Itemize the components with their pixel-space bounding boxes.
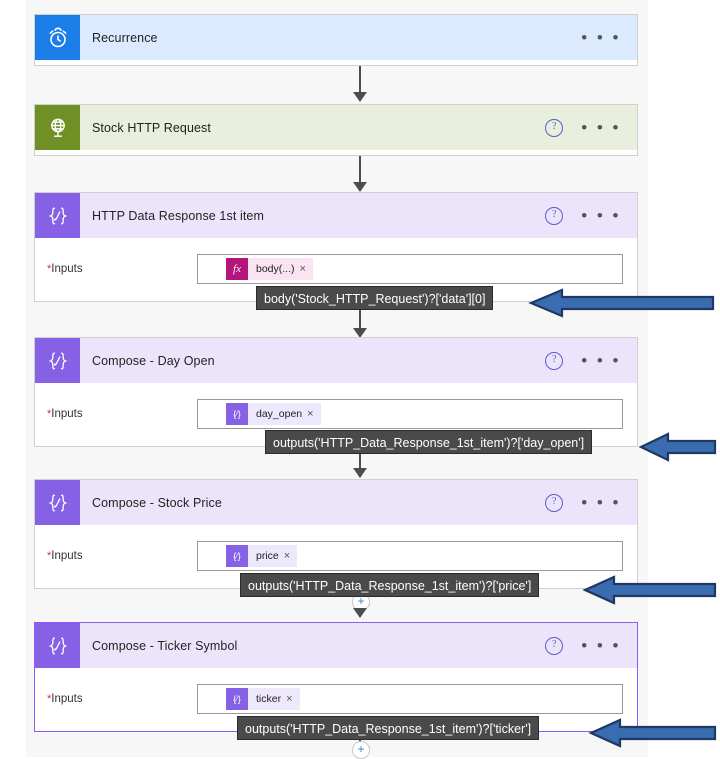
required-marker: * [47,550,52,562]
token-chip[interactable]: {⁄} ticker× [226,688,300,710]
step-menu-button[interactable]: • • • [581,117,621,137]
compose-token-icon: {⁄} [226,545,248,567]
compose-icon [35,193,80,238]
inputs-field[interactable]: fx body(...)× [197,254,623,284]
step-header[interactable]: Stock HTTP Request ? • • • [35,105,637,150]
add-step-button[interactable]: + [352,741,370,759]
connector-line [359,447,361,477]
token-chip[interactable]: fx body(...)× [226,258,313,280]
step-header[interactable]: Recurrence • • • [35,15,637,60]
annotation-arrow-left-icon [582,575,718,605]
remove-token-icon[interactable]: × [299,263,306,275]
step-menu-button[interactable]: • • • [581,205,621,225]
help-icon[interactable]: ? [545,493,564,512]
token-chip[interactable]: {⁄} day_open× [226,403,321,425]
connector-arrowhead-icon [353,182,367,192]
token-chip[interactable]: {⁄} price× [226,545,298,567]
help-icon[interactable]: ? [545,206,564,225]
token-chip-label: ticker× [248,688,300,710]
annotation-arrow-left-icon [528,288,716,318]
flow-step-http-data-response-1st-item[interactable]: HTTP Data Response 1st item ? • • • *Inp… [34,192,638,302]
annotation-arrow-left-icon [638,432,718,462]
connector-arrowhead-icon [353,92,367,102]
flow-canvas: Recurrence • • • Stock HTTP Request ? • … [26,0,648,759]
token-chip-label: day_open× [248,403,321,425]
alarm-clock-icon [35,15,80,60]
step-menu-button[interactable]: • • • [581,635,621,655]
step-header[interactable]: Compose - Ticker Symbol ? • • • [35,623,637,668]
help-icon[interactable]: ? [545,118,564,137]
annotation-arrow-left-icon [588,718,718,748]
step-menu-button[interactable]: • • • [581,492,621,512]
compose-icon [35,338,80,383]
step-title: HTTP Data Response 1st item [92,208,264,223]
connector-line [359,302,361,332]
step-title: Compose - Ticker Symbol [92,638,238,653]
callout-price: outputs('HTTP_Data_Response_1st_item')?[… [240,573,540,597]
required-marker: * [47,693,52,705]
step-title: Recurrence [92,30,158,45]
globe-icon [35,105,80,150]
connector-line [359,66,361,96]
compose-token-icon: {⁄} [226,403,248,425]
token-chip-label: price× [248,545,298,567]
step-body: *Inputs fx body(...)× [35,238,637,300]
connector-line [359,156,361,186]
step-menu-button[interactable]: • • • [581,27,621,47]
inputs-label: *Inputs [47,263,83,275]
remove-token-icon[interactable]: × [286,693,293,705]
remove-token-icon[interactable]: × [283,550,291,562]
callout-ticker: outputs('HTTP_Data_Response_1st_item')?[… [237,716,540,740]
inputs-field[interactable]: {⁄} ticker× [197,684,623,714]
required-marker: * [47,263,52,275]
inputs-label: *Inputs [47,408,83,420]
step-header[interactable]: Compose - Stock Price ? • • • [35,480,637,525]
help-icon[interactable]: ? [545,351,564,370]
remove-token-icon[interactable]: × [307,408,314,420]
function-icon: fx [226,258,248,280]
step-title: Stock HTTP Request [92,120,211,135]
flow-step-compose-ticker-symbol[interactable]: Compose - Ticker Symbol ? • • • *Inputs … [34,622,638,732]
compose-icon [35,623,80,668]
help-icon[interactable]: ? [545,636,564,655]
step-menu-button[interactable]: • • • [581,350,621,370]
inputs-label: *Inputs [47,693,83,705]
inputs-field[interactable]: {⁄} price× [197,541,623,571]
token-chip-label: body(...)× [248,258,313,280]
flow-step-stock-http-request[interactable]: Stock HTTP Request ? • • • [34,104,638,156]
callout-day-open: outputs('HTTP_Data_Response_1st_item')?[… [265,430,593,454]
step-header[interactable]: HTTP Data Response 1st item ? • • • [35,193,637,238]
step-title: Compose - Stock Price [92,495,222,510]
compose-icon [35,480,80,525]
step-header[interactable]: Compose - Day Open ? • • • [35,338,637,383]
required-marker: * [47,408,52,420]
callout-data: body('Stock_HTTP_Request')?['data'][0] [256,286,494,310]
inputs-label: *Inputs [47,550,83,562]
step-title: Compose - Day Open [92,353,215,368]
compose-token-icon: {⁄} [226,688,248,710]
connector-arrowhead-icon [353,468,367,478]
flow-step-compose-day-open[interactable]: Compose - Day Open ? • • • *Inputs {⁄} d… [34,337,638,447]
connector-arrowhead-icon [353,608,367,618]
connector-arrowhead-icon [353,328,367,338]
flow-step-recurrence[interactable]: Recurrence • • • [34,14,638,66]
inputs-field[interactable]: {⁄} day_open× [197,399,623,429]
